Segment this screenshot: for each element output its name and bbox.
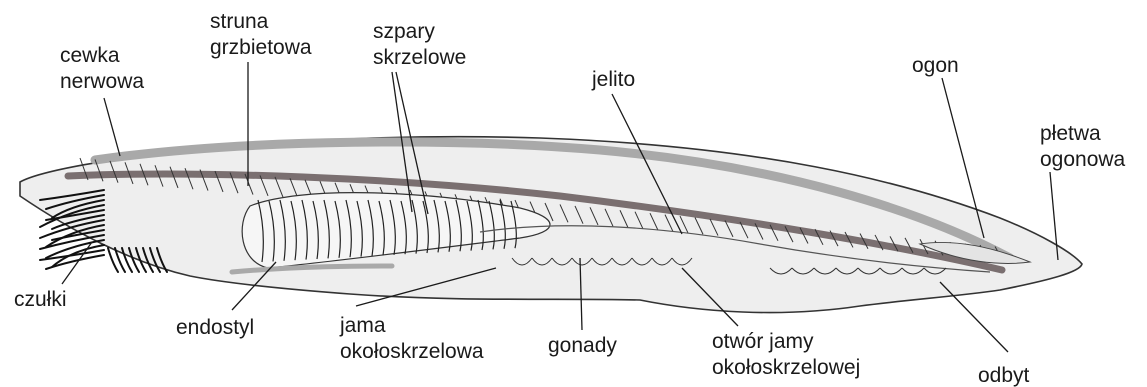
label-otwor-line1: otwór jamy (712, 330, 814, 353)
label-ogon: ogon (912, 54, 959, 77)
label-szpary-line1: szpary (373, 20, 435, 43)
label-pletwa-line2: ogonowa (1040, 148, 1126, 171)
label-czulki: czułki (14, 288, 67, 311)
label-gonady: gonady (548, 334, 617, 357)
label-endostyl: endostyl (176, 316, 254, 339)
label-cewka-line2: nerwowa (60, 70, 144, 93)
label-szpary-line2: skrzelowe (373, 46, 466, 69)
label-pletwa-line1: płetwa (1040, 122, 1101, 145)
cirrus (40, 250, 104, 260)
label-struna-line1: struna (210, 10, 269, 33)
body-outline (20, 137, 1082, 313)
label-cewka-line1: cewka (60, 44, 120, 67)
label-jelito: jelito (591, 68, 635, 91)
label-jama-line2: okołoskrzelowa (340, 340, 484, 363)
label-odbyt: odbyt (978, 364, 1030, 387)
label-jama-line1: jama (339, 314, 386, 337)
label-struna-line2: grzbietowa (210, 36, 312, 59)
label-otwor-line2: okołoskrzelowej (712, 356, 860, 379)
